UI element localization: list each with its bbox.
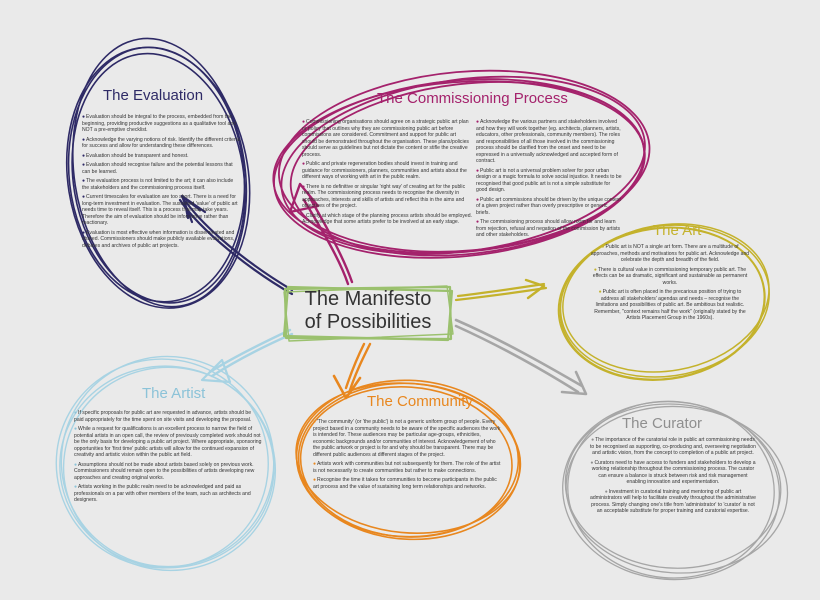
art-outline [562,223,770,373]
list-item: ●Public art is not a universal problem s… [476,167,622,194]
art-text: ●Public art is NOT a single art form. Th… [590,244,750,325]
community-title: The Community [367,393,473,410]
list-item: ●Curators need to have access to funders… [590,459,756,486]
curator-outline [565,405,789,574]
curator-outline [567,400,775,579]
commissioning-arrowhead [288,182,320,214]
community-text: ●'The community' (or 'the public') is no… [313,419,503,493]
curator-arrow [454,318,584,394]
evaluation-outline [71,52,246,304]
art-arrow [454,282,548,302]
list-item: ●Public art is often placed in the preca… [594,289,746,322]
manifesto-title-line1: The Manifesto [304,288,432,310]
artist-text: ●If specific proposals for public art ar… [74,410,262,507]
artist-outline [59,365,275,569]
list-item: ●There is cultural value in commissionin… [592,266,748,286]
list-item: ●There is no definitive or singular 'rig… [302,183,466,210]
art-outline [557,226,766,381]
connector-arrows [178,182,588,400]
commissioning-title: The Commissioning Process [377,90,568,107]
artist-arrowhead [200,358,232,384]
curator-outline [564,403,782,569]
evaluation-outline [67,46,246,303]
list-item: ●While a request for qualifications is a… [74,426,262,459]
art-title: The Art [653,222,702,239]
artist-title: The Artist [142,385,206,402]
list-item: ●Artists working in the public realm nee… [74,484,251,504]
evaluation-outline [71,37,248,308]
evaluation-arrowhead [180,194,207,224]
list-item: ●Assumptions should not be made about ar… [74,461,255,481]
list-item: ●Acknowledge the various partners and st… [476,119,621,165]
curator-arrowhead [560,370,588,396]
commissioning-text-right: ●Acknowledge the various partners and st… [476,119,622,242]
community-arrow [344,342,372,392]
community-arrowhead [332,374,362,400]
commissioning-outline [278,69,651,253]
list-item: ●The evaluation process is not limited t… [82,178,234,191]
list-item: ●Public art is NOT a single art form. Th… [590,244,750,264]
community-outline [295,379,520,538]
list-item: ●Artists work with communities but not s… [313,461,501,474]
list-item: ●Recognise the time it takes for communi… [313,477,497,490]
community-outline [297,382,521,541]
commissioning-text-left: ●Commissioning organisations should agre… [302,119,472,229]
curator-text: ●The importance of the curatorial role i… [590,437,756,518]
center-box-scribble [282,285,454,342]
evaluation-text: ●Evaluation should be integral to the pr… [82,114,240,252]
list-item: ●The importance of the curatorial role i… [590,437,756,457]
section-outlines [55,37,789,581]
curator-title: The Curator [622,415,703,432]
evaluation-title: The Evaluation [103,87,204,104]
artist-arrow [208,328,294,378]
list-item: ●Clarify at which stage of the planning … [302,212,472,226]
list-item: ●Acknowledge the varying notions of risk… [82,136,240,150]
list-item: ●Evaluation should be integral to the pr… [82,114,237,134]
list-item: ●Evaluation is most effective when infor… [82,229,235,249]
list-item: ●The commissioning process should allow … [476,219,621,239]
manifesto-title: The Manifesto of Possibilities [282,288,454,334]
manifesto-title-line2: of Possibilities [304,311,432,333]
list-item: ●Current timescales for evaluation are t… [82,194,238,227]
list-item: ●'The community' (or 'the public') is no… [313,419,501,458]
list-item: ●Public and private regeneration bodies … [302,161,467,181]
art-arrowhead [524,278,546,300]
list-item: ●Evaluation should recognise failure and… [82,162,233,175]
artist-outline [55,358,269,569]
list-item: ●Evaluation should be transparent and ho… [82,152,189,159]
artist-outline [62,366,277,572]
list-item: ●Public art commissions should be driven… [476,196,621,216]
list-item: ●Investment in curatorial training and m… [590,488,756,515]
list-item: ●Commissioning organisations should agre… [302,119,469,158]
list-item: ●If specific proposals for public art ar… [74,410,252,423]
commissioning-outline [289,81,646,257]
